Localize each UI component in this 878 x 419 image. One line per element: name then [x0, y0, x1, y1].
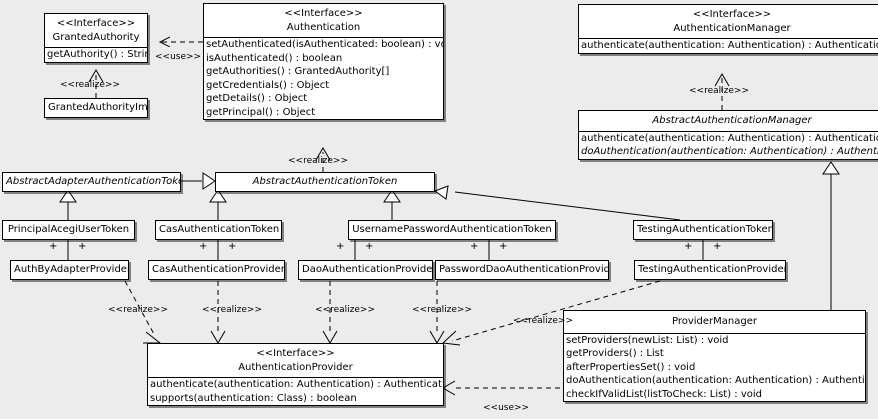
class-authentication-manager[interactable]: <<Interface>> AuthenticationManager auth… [578, 4, 878, 54]
class-authentication[interactable]: <<Interface>> Authentication setAuthenti… [203, 3, 444, 120]
class-authentication-stereotype: <<Interface>> [284, 8, 363, 19]
class-testing-authentication-provider[interactable]: TestingAuthenticationProvider [634, 260, 786, 280]
class-username-password-authentication-token[interactable]: UsernamePasswordAuthenticationToken [348, 220, 556, 240]
operation: getDetails() : Object [206, 93, 308, 104]
class-provider-manager-name: ProviderManager [671, 316, 757, 327]
class-cas-authentication-token-name: CasAuthenticationToken [159, 224, 280, 235]
class-testing-authentication-token-name: TestingAuthenticationToken [637, 224, 773, 235]
class-authentication-operations: setAuthenticated(isAuthenticated: boolea… [204, 37, 443, 119]
edge-label-use-provider-manager-authentication-provider: <<use>> [483, 403, 530, 413]
operation: supports(authentication: Class) : boolea… [150, 392, 357, 404]
edge-use-provider-manager-authentication-provider [442, 380, 560, 396]
class-abstract-adapter-authentication-token-name: AbstractAdapterAuthenticationToken [6, 176, 181, 187]
edge-generalize-testing-authentication-token [433, 185, 681, 221]
edge-label-realize-granted-authority-impl: <<realize>> [60, 80, 120, 90]
assoc-plus-marker: + [470, 241, 479, 252]
assoc-plus-marker: + [684, 241, 693, 252]
operation: getPrincipal() : Object [206, 106, 316, 118]
class-authentication-name: Authentication [286, 21, 361, 33]
operation: getAuthority() : String [47, 49, 148, 60]
class-abstract-authentication-manager-operations: authenticate(authentication: Authenticat… [579, 130, 878, 159]
class-authentication-manager-header: <<Interface>> AuthenticationManager [579, 5, 878, 38]
class-granted-authority-operations: getAuthority() : String [45, 47, 147, 62]
class-password-dao-authentication-provider-name: PasswordDaoAuthenticationProvider [439, 264, 609, 275]
class-authentication-provider[interactable]: <<Interface>> AuthenticationProvider aut… [147, 343, 444, 406]
class-principal-acegi-user-token-name: PrincipalAcegiUserToken [7, 224, 130, 235]
operation: checkIfValidList(listToCheck: List) : vo… [566, 388, 763, 400]
class-abstract-authentication-token[interactable]: AbstractAuthenticationToken [215, 172, 435, 192]
class-abstract-authentication-manager-header: AbstractAuthenticationManager [579, 111, 878, 131]
class-granted-authority-stereotype: <<Interface>> [56, 18, 136, 29]
operation: doAuthentication(authentication: Authent… [566, 375, 866, 386]
class-authentication-provider-stereotype: <<Interface>> [256, 348, 335, 359]
class-dao-authentication-provider-name: DaoAuthenticationProvider [302, 264, 433, 275]
class-provider-manager[interactable]: ProviderManager setProviders(newList: Li… [563, 310, 866, 402]
assoc-plus-marker: + [336, 241, 345, 252]
class-dao-authentication-provider[interactable]: DaoAuthenticationProvider [298, 260, 433, 280]
class-abstract-authentication-manager[interactable]: AbstractAuthenticationManager authentica… [578, 110, 878, 160]
operation: doAuthentication(authentication: Authent… [581, 146, 878, 157]
edge-generalize-provider-manager [822, 161, 840, 310]
class-testing-authentication-token[interactable]: TestingAuthenticationToken [633, 220, 773, 240]
edge-label-realize-abstract-authentication-token: <<realize>> [288, 156, 348, 166]
assoc-plus-marker: + [199, 241, 208, 252]
class-auth-by-adapter-provider[interactable]: AuthByAdapterProvider [10, 260, 129, 280]
edge-label-realize-auth-by-adapter-provider: <<realize>> [108, 305, 168, 315]
operation: authenticate(authentication: Authenticat… [581, 132, 878, 144]
operation: isAuthenticated() : boolean [206, 52, 343, 64]
operation: getProviders() : List [566, 348, 664, 359]
class-cas-authentication-provider[interactable]: CasAuthenticationProvider [148, 260, 285, 280]
class-granted-authority-header: <<Interface>> GrantedAuthority [45, 14, 147, 47]
class-authentication-header: <<Interface>> Authentication [204, 4, 443, 37]
operation: setProviders(newList: List) : void [566, 334, 729, 346]
class-cas-authentication-token[interactable]: CasAuthenticationToken [155, 220, 282, 240]
class-provider-manager-operations: setProviders(newList: List) : void getPr… [564, 332, 866, 402]
class-principal-acegi-user-token[interactable]: PrincipalAcegiUserToken [2, 220, 135, 240]
assoc-plus-marker: + [499, 241, 508, 252]
edge-label-use-authentication-granted-authority: <<use>> [155, 52, 202, 62]
operation: authenticate(authentication: Authenticat… [581, 40, 878, 51]
class-auth-by-adapter-provider-name: AuthByAdapterProvider [14, 264, 129, 275]
class-granted-authority-impl[interactable]: GrantedAuthorityImpl [44, 98, 148, 118]
class-testing-authentication-provider-name: TestingAuthenticationProvider [638, 264, 786, 275]
class-provider-manager-header: ProviderManager [564, 311, 865, 333]
operation: setAuthenticated(isAuthenticated: boolea… [206, 39, 444, 50]
operation: afterPropertiesSet() : void [566, 361, 696, 373]
class-granted-authority[interactable]: <<Interface>> GrantedAuthority getAuthor… [44, 13, 148, 63]
class-authentication-manager-name: AuthenticationManager [673, 22, 791, 34]
class-granted-authority-impl-name: GrantedAuthorityImpl [48, 102, 148, 113]
class-authentication-provider-header: <<Interface>> AuthenticationProvider [148, 344, 443, 377]
assoc-plus-marker: + [228, 241, 237, 252]
edge-generalize-cas-authentication-token [209, 189, 227, 220]
edge-label-realize-abstract-authentication-manager: <<realize>> [689, 86, 749, 96]
edge-label-realize-cas-authentication-provider: <<realize>> [202, 305, 262, 315]
assoc-plus-marker: + [365, 241, 374, 252]
class-abstract-adapter-authentication-token[interactable]: AbstractAdapterAuthenticationToken [2, 172, 181, 192]
class-authentication-manager-operations: authenticate(authentication: Authenticat… [579, 38, 878, 53]
assoc-plus-marker: + [713, 241, 722, 252]
class-cas-authentication-provider-name: CasAuthenticationProvider [152, 264, 285, 275]
class-authentication-provider-name: AuthenticationProvider [238, 361, 353, 373]
edge-label-realize-dao-authentication-provider: <<realize>> [315, 305, 375, 315]
class-username-password-authentication-token-name: UsernamePasswordAuthenticationToken [352, 224, 552, 235]
class-authentication-provider-operations: authenticate(authentication: Authenticat… [148, 377, 443, 405]
edge-generalize-username-password-token [383, 189, 401, 220]
class-abstract-authentication-manager-name: AbstractAuthenticationManager [652, 115, 812, 126]
edge-generalize-principal-acegi-user-token [59, 189, 77, 220]
assoc-plus-marker: + [49, 241, 58, 252]
edge-generalize-abstract-adapter-token [181, 172, 216, 190]
edge-label-realize-testing-authentication-provider: <<realize>> [513, 316, 573, 326]
class-abstract-authentication-token-name: AbstractAuthenticationToken [252, 176, 398, 187]
edge-label-realize-password-dao-authentication-provider: <<realize>> [412, 305, 472, 315]
class-granted-authority-name: GrantedAuthority [52, 31, 140, 43]
operation: getAuthorities() : GrantedAuthority[] [206, 66, 390, 77]
class-password-dao-authentication-provider[interactable]: PasswordDaoAuthenticationProvider [435, 260, 609, 280]
assoc-plus-marker: + [78, 241, 87, 252]
operation: authenticate(authentication: Authenticat… [150, 379, 444, 390]
class-authentication-manager-stereotype: <<Interface>> [692, 9, 772, 20]
operation: getCredentials() : Object [206, 79, 330, 91]
